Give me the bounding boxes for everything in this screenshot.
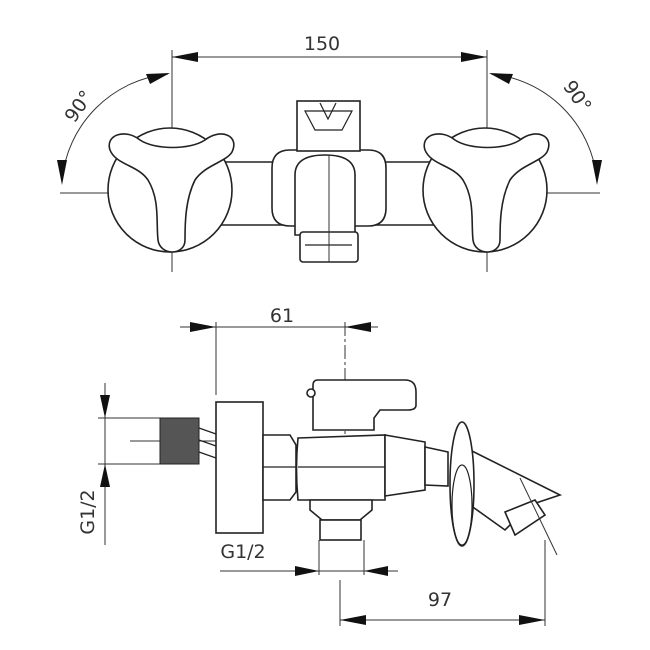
right-tap-handle <box>423 133 550 253</box>
left-rotation-arc <box>61 73 169 181</box>
arrowhead <box>295 566 319 576</box>
lever-pin <box>306 388 316 398</box>
depth-dimension-label: 61 <box>270 305 294 327</box>
eccentric-connector <box>198 427 217 459</box>
side-view: 61 G1/2 G1/2 <box>77 305 563 626</box>
reach-dimension-label: 97 <box>428 589 452 611</box>
arrowhead <box>146 73 170 84</box>
arrowhead <box>364 566 388 576</box>
top-view: 150 90° 90° <box>57 33 602 272</box>
left-tap-handle <box>108 133 235 253</box>
diverter-knob-detail <box>304 102 353 131</box>
left-angle-label: 90° <box>60 86 97 126</box>
arrowhead <box>461 52 487 62</box>
diverter-knob <box>296 100 361 152</box>
outlet-neck <box>294 154 356 236</box>
width-dimension-label: 150 <box>304 33 340 55</box>
right-rotation-arc <box>490 73 598 181</box>
ring-inner <box>451 464 473 546</box>
arrowhead <box>190 322 216 332</box>
arrowhead <box>592 160 602 185</box>
wall-flange <box>215 401 264 534</box>
spout-collar <box>424 446 449 487</box>
arrowhead <box>172 52 198 62</box>
arrowhead <box>340 615 366 625</box>
arrowhead <box>489 73 513 84</box>
arrowhead <box>519 615 545 625</box>
arrowhead <box>57 160 67 185</box>
outlet-thread-label: G1/2 <box>220 541 265 563</box>
arrowhead <box>345 322 371 332</box>
outlet-nut <box>319 519 362 541</box>
spout-axis <box>519 477 558 556</box>
spout-neck <box>384 434 426 497</box>
threaded-inlet <box>159 417 200 465</box>
inlet-thread-label: G1/2 <box>77 489 99 534</box>
outlet-base <box>309 499 373 521</box>
arrowhead <box>100 395 110 418</box>
diverter-lever <box>312 379 417 431</box>
arrowhead <box>100 464 110 487</box>
right-angle-label: 90° <box>558 76 595 116</box>
spout-diverter-ring <box>449 421 475 547</box>
